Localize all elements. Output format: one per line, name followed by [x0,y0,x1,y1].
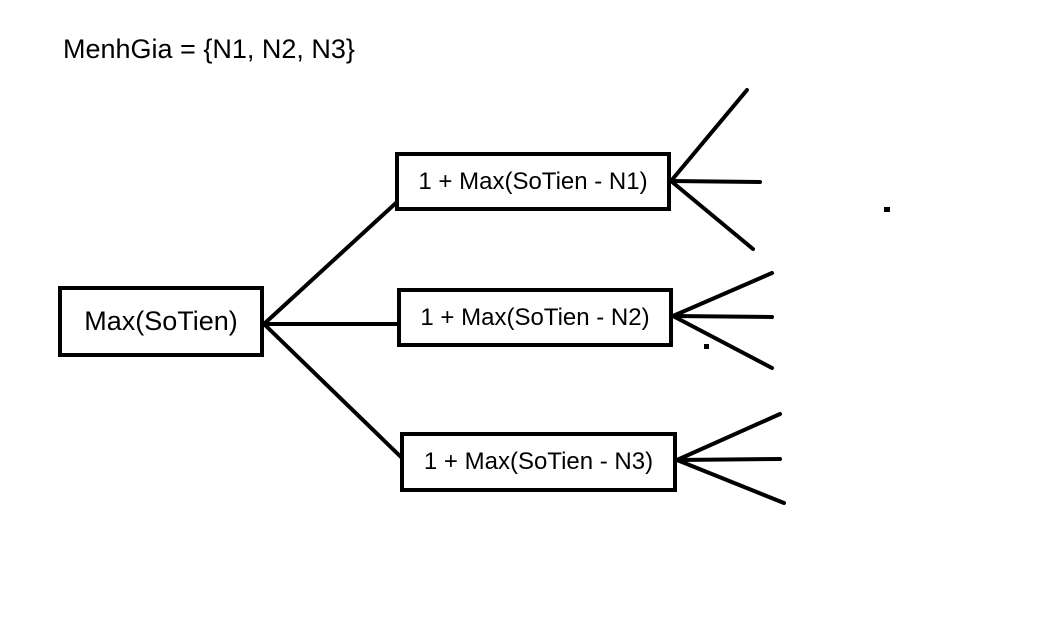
branch-child-3-mid [675,457,782,462]
branch-child-2-down [671,314,774,370]
child-node-label: 1 + Max(SoTien - N3) [423,448,654,475]
branch-child-2-up [671,271,774,318]
child-node-n1: 1 + Max(SoTien - N1) [395,152,671,211]
edge-root-child-3 [262,322,404,460]
child-node-n2: 1 + Max(SoTien - N2) [397,288,673,347]
branch-child-3-up [675,412,782,462]
root-node: Max(SoTien) [58,286,264,357]
branch-child-1-down [669,179,755,251]
child-node-n3: 1 + Max(SoTien - N3) [400,432,677,492]
child-node-label: 1 + Max(SoTien - N1) [418,167,648,195]
branch-child-1-mid [669,179,762,184]
branch-child-2-mid [671,314,774,319]
stray-dot [704,344,709,349]
root-node-label: Max(SoTien) [84,306,238,336]
child-node-label: 1 + Max(SoTien - N2) [420,303,650,331]
stray-dot [884,207,890,212]
denominations-title: MenhGia = {N1, N2, N3} [63,34,355,64]
edge-root-child-1 [262,200,399,326]
branch-child-3-down [675,458,786,505]
branch-child-1-up [669,88,749,183]
